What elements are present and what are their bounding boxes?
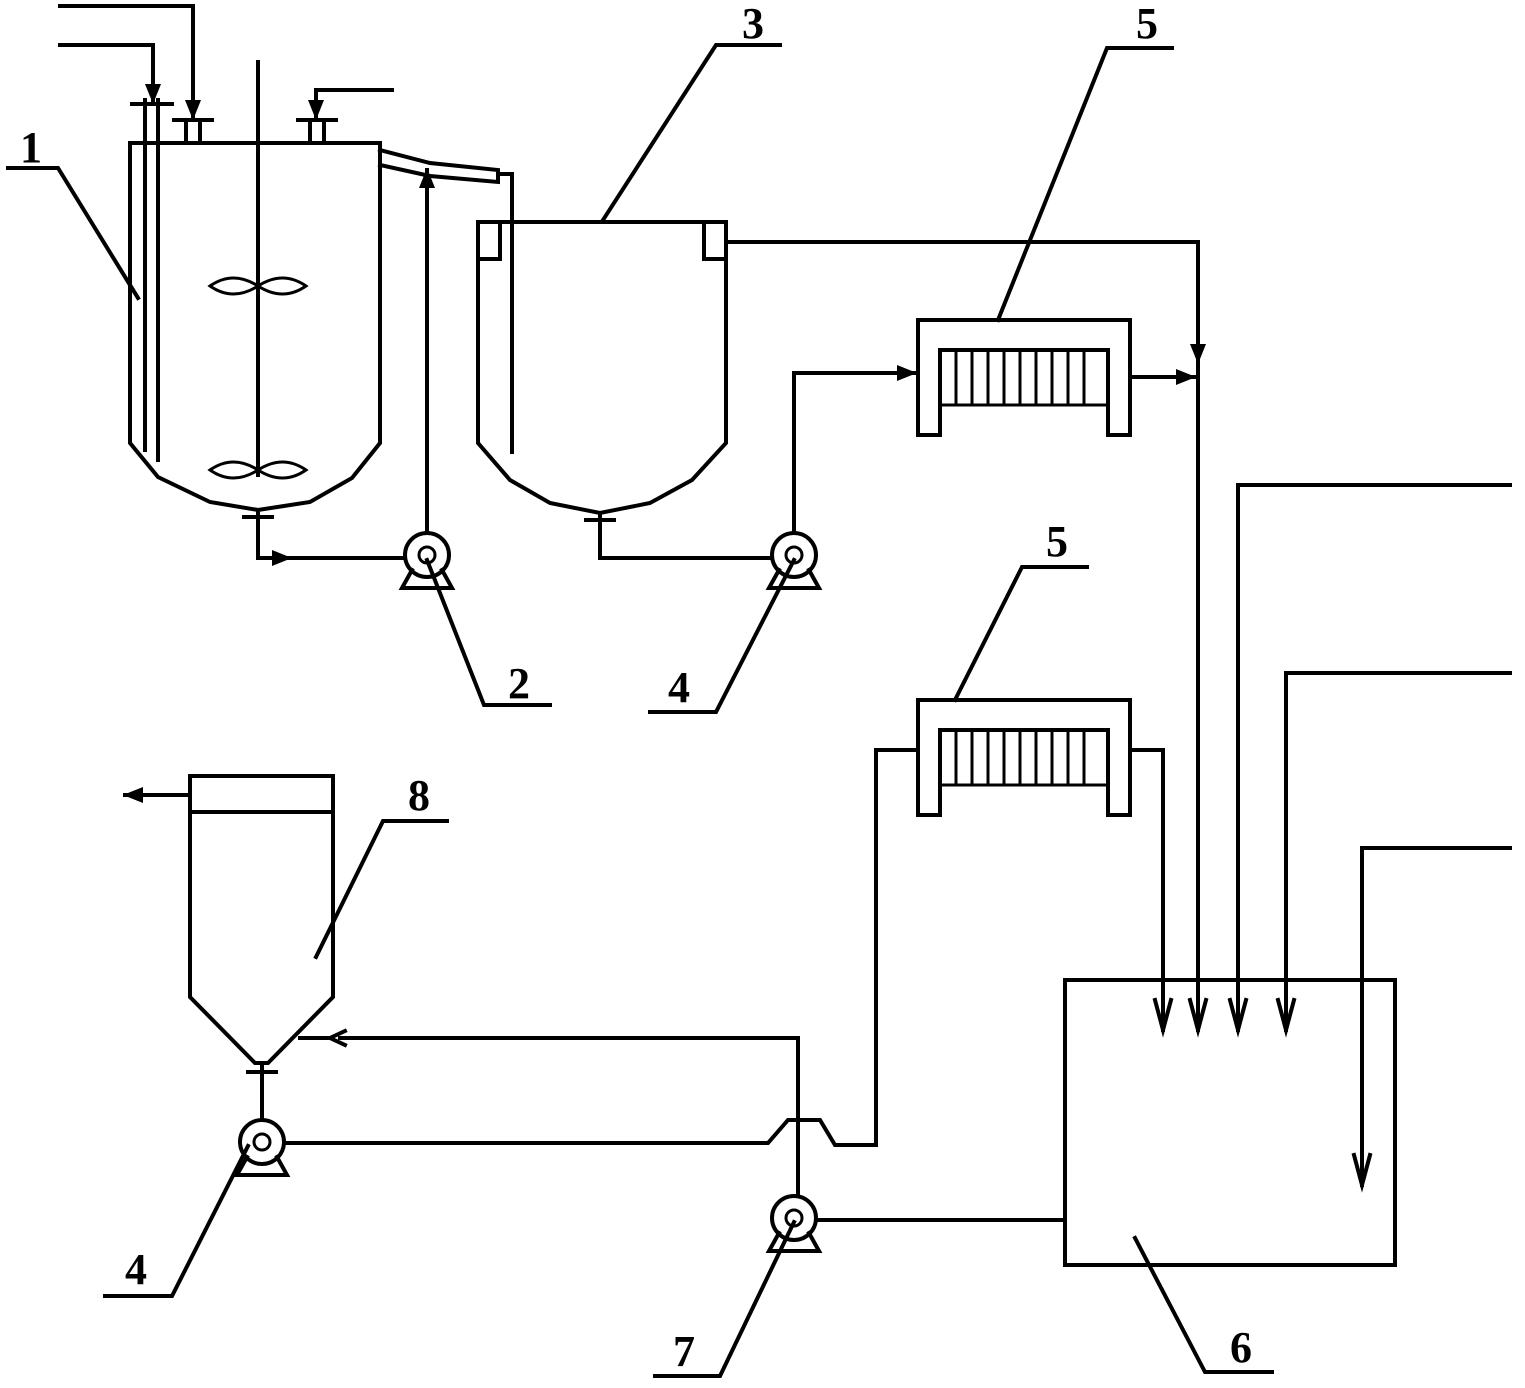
reactor-vessel [58, 4, 514, 560]
label-filter-press-bottom: 5 [1046, 517, 1068, 566]
label-reactor: 1 [20, 123, 42, 172]
transfer-pump [256, 168, 456, 590]
label-circulation-pump: 7 [673, 1327, 695, 1376]
settling-tank [476, 220, 1209, 1038]
label-filter-press-top: 5 [1136, 0, 1158, 48]
hopper [123, 774, 335, 1122]
label-collection-tank: 6 [1230, 1323, 1252, 1372]
filter-press-top [916, 318, 1196, 437]
filter-press-bottom [283, 698, 1174, 1147]
label-hopper: 8 [408, 771, 430, 820]
collection-tank [1063, 483, 1512, 1267]
label-transfer-pump: 2 [508, 659, 530, 708]
leader-lines [6, 43, 1274, 1378]
label-feed-pump-top: 4 [668, 663, 690, 712]
label-settling-tank: 3 [742, 0, 764, 48]
label-feed-pump-bottom: 4 [125, 1245, 147, 1294]
feed-pump-top [598, 365, 917, 590]
circulation-pump [298, 1028, 1067, 1253]
feed-pump-bottom [233, 1118, 291, 1177]
